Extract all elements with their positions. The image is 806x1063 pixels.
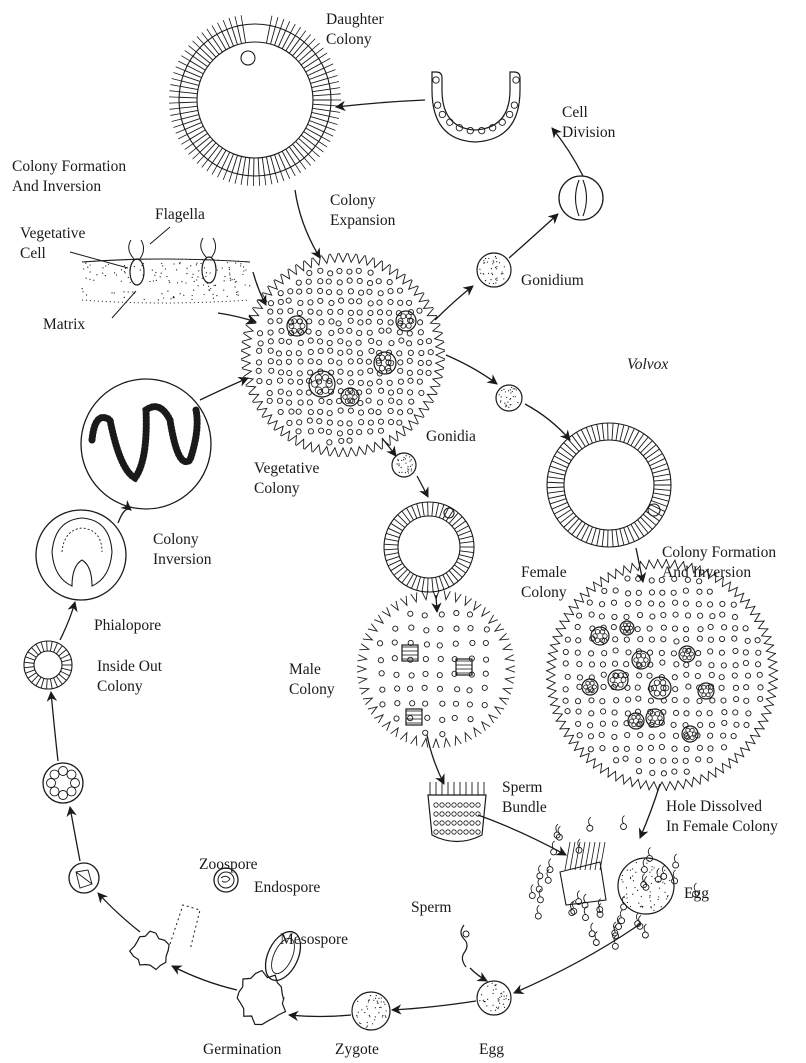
arrow-germination-to-emerging [172,966,237,990]
embryo-plakea [43,763,83,803]
label-germination: Germination [203,1040,281,1060]
arrow-zygote-to-germination [289,1015,351,1017]
arrow-male-to-bundle [427,735,444,784]
label-female-colony: Female Colony [521,563,567,603]
arrow-sperm-to-egg [470,968,487,981]
female-young-colony [547,423,671,547]
male-colony [357,590,515,748]
label-zygote: Zygote [335,1040,379,1060]
zoospore-emerging [130,905,200,970]
arrow-gonidia-right-to-female [525,404,570,440]
gonidium-cell [477,253,511,287]
label-sperm: Sperm [411,898,451,918]
arrow-gonidia-left-to-male [417,476,428,497]
label-colony-expansion: Colony Expansion [330,191,395,231]
arrow-gonidium-to-twocell [509,214,558,258]
label-endospore: Endospore [254,878,320,898]
label-male-colony: Male Colony [289,660,335,700]
label-egg-right: Egg [684,884,709,904]
label-hole-dissolved: Hole Dissolved In Female Colony [666,797,778,837]
arrow-female-to-cluster [640,784,660,838]
gonidia-right [496,385,522,411]
arrow-plakea-to-insideout [51,692,58,761]
matrix-strip [70,227,250,318]
two-cell-stage [559,176,603,220]
label-vegetative-colony: Vegetative Colony [254,459,319,499]
inverting-colony-2 [81,379,211,509]
arrow-inverting-to-vegetative [200,378,248,400]
female-colony [546,559,778,791]
label-colony-formation-top: Colony Formation And Inversion [12,157,126,197]
label-volvox: Volvox [627,355,668,375]
label-matrix: Matrix [43,315,85,335]
sperm-bundle [428,782,486,842]
egg-bottom [477,981,511,1015]
vegetative-colony [241,253,445,457]
arrow-embryo-to-plakea [70,807,80,861]
cell-division-chain [432,72,520,142]
label-cell-division: Cell Division [562,103,615,143]
arrow-insideout-to-inverting [60,602,75,640]
label-inside-out-colony: Inside Out Colony [97,657,162,697]
label-sperm-bundle: Sperm Bundle [502,778,547,818]
label-colony-formation-right: Colony Formation And Inversion [662,543,776,583]
label-gonidia: Gonidia [426,427,476,447]
arrow-vegetative-to-gonidia-right [446,355,497,384]
arrow-cluster-to-egg [514,924,640,993]
label-egg-bottom: Egg [479,1040,504,1060]
arrow-chain-to-daughter [336,100,425,107]
gonidia-left [392,453,416,477]
label-colony-inversion: Colony Inversion [153,530,212,570]
label-phialopore: Phialopore [94,616,161,636]
arrow-inverting-to-inverting [118,509,131,523]
embryo-small [69,863,99,893]
label-zoospore: Zoospore [199,855,258,875]
inside-out-colony [24,641,72,689]
male-young-colony [384,502,474,592]
free-sperm [461,925,469,967]
label-daughter-colony: Daughter Colony [326,10,384,50]
arrow-vegetative-to-gonidium [435,286,473,320]
zygote [352,992,390,1030]
label-flagella: Flagella [155,205,205,225]
label-mesospore: Mesospore [280,930,348,950]
label-gonidium: Gonidium [521,271,584,291]
daughter-colony [169,15,341,186]
arrow-egg-to-zygote [392,1001,476,1010]
arrow-emerging-to-embryo [98,893,140,932]
arrow-vegetative-to-gonidia-left [382,438,396,456]
inverting-colony-1 [36,510,126,600]
arrow-daughter-to-vegetative [295,190,320,258]
label-vegetative-cell: Vegetative Cell [20,224,85,264]
